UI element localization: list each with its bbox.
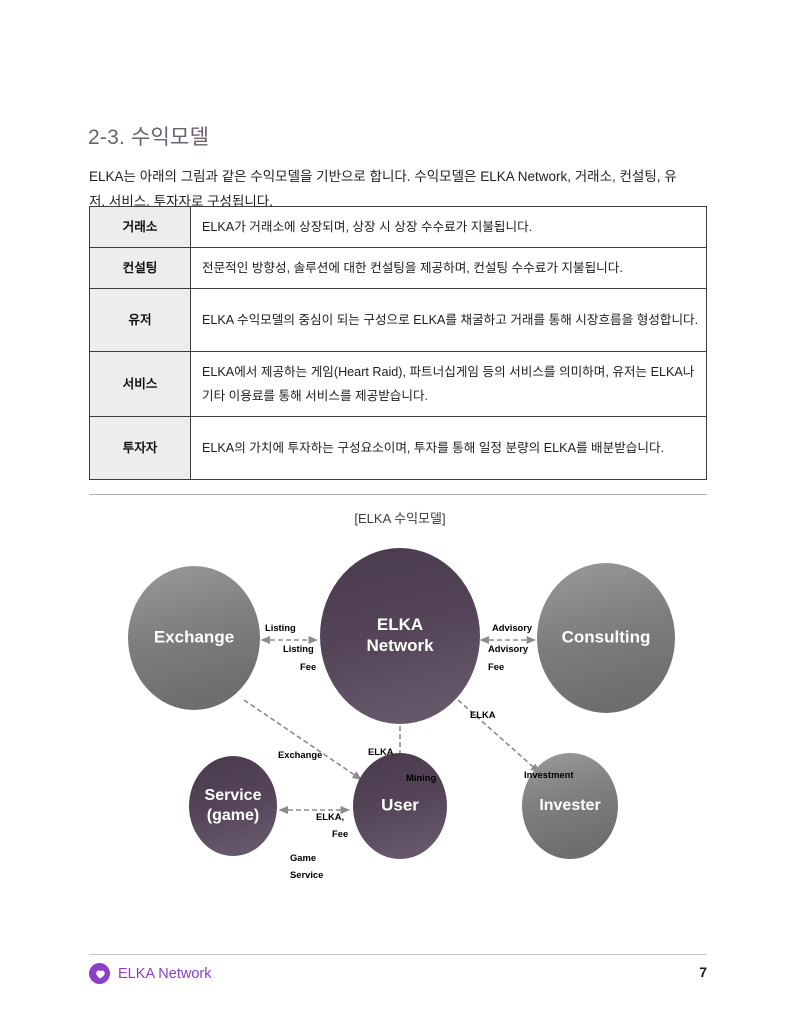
table-row-description: 전문적인 방향성, 솔루션에 대한 컨설팅을 제공하며, 컨설팅 수수료가 지불… (190, 247, 707, 289)
footer-divider (89, 954, 707, 955)
edge-label-investment: Investment (524, 769, 574, 780)
table-row-label: 유저 (89, 288, 191, 352)
edge-label-game-service-2: Service (290, 869, 323, 878)
edge-label-exchange-edge: Exchange (278, 749, 322, 760)
table-row-description: ELKA가 거래소에 상장되며, 상장 시 상장 수수료가 지불됩니다. (190, 206, 707, 248)
node-label: User (381, 795, 419, 814)
elka-heart-logo-icon (89, 963, 110, 984)
diagram-node-invester: Invester (522, 753, 618, 859)
table-row: 유저 ELKA 수익모델의 중심이 되는 구성으로 ELKA를 채굴하고 거래를… (89, 288, 707, 352)
node-shape (353, 753, 447, 859)
node-label: Network (366, 636, 434, 655)
diagram-node-service: Service (game) (189, 756, 277, 856)
revenue-model-table: 거래소 ELKA가 거래소에 상장되며, 상장 시 상장 수수료가 지불됩니다.… (89, 206, 707, 480)
node-label: Exchange (154, 627, 234, 646)
table-row-label: 컨설팅 (89, 247, 191, 289)
edge-label-advisory: Advisory (492, 622, 533, 633)
edge-label-elka-invest: ELKA (470, 709, 496, 720)
edge-label-game-service-1: Game (290, 852, 316, 863)
edge-label-listing: Listing (265, 622, 296, 633)
edge-label-elka-fee-2: Fee (332, 828, 348, 839)
node-shape (128, 566, 260, 710)
page-number: 7 (699, 964, 707, 980)
figure-caption: [ELKA 수익모델] (354, 511, 446, 526)
intro-paragraph: ELKA는 아래의 그림과 같은 수익모델을 기반으로 합니다. 수익모델은 E… (89, 168, 677, 209)
table-row: 서비스 ELKA에서 제공하는 게임(Heart Raid), 파트너십게임 등… (89, 351, 707, 417)
table-row-label: 투자자 (89, 416, 191, 480)
edge-label-mining: Mining (406, 772, 436, 783)
brand-label: ELKA Network (118, 965, 212, 982)
table-row-description: ELKA 수익모델의 중심이 되는 구성으로 ELKA를 채굴하고 거래를 통해… (190, 288, 707, 352)
node-label: ELKA (377, 615, 423, 634)
node-label: Invester (539, 797, 600, 814)
edge-label-elka-mining: ELKA (368, 746, 394, 757)
diagram-node-user: User (353, 753, 447, 859)
brand: ELKA Network (89, 963, 212, 984)
edge-elka-invester (457, 699, 541, 774)
node-shape (320, 548, 480, 724)
edge-label-elka-fee-1: ELKA, (316, 811, 344, 822)
diagram-node-elka: ELKA Network (320, 548, 480, 724)
table-row: 투자자 ELKA의 가치에 투자하는 구성요소이며, 투자를 통해 일정 분량의… (89, 416, 707, 480)
node-shape (537, 563, 675, 713)
node-label: Service (205, 787, 262, 804)
page-title: 2-3. 수익모델 (88, 126, 210, 150)
node-label: Consulting (562, 627, 651, 646)
edge-label-listing-fee-1: Listing (283, 643, 314, 654)
diagram-node-exchange: Exchange (128, 566, 260, 710)
table-row: 컨설팅 전문적인 방향성, 솔루션에 대한 컨설팅을 제공하며, 컨설팅 수수료… (89, 247, 707, 289)
page-footer: ELKA Network 7 (89, 963, 707, 991)
table-row: 거래소 ELKA가 거래소에 상장되며, 상장 시 상장 수수료가 지불됩니다. (89, 206, 707, 248)
node-shape (189, 756, 277, 856)
section-divider (89, 494, 707, 495)
node-shape (522, 753, 618, 859)
node-label: (game) (207, 807, 259, 824)
table-row-description: ELKA의 가치에 투자하는 구성요소이며, 투자를 통해 일정 분량의 ELK… (190, 416, 707, 480)
diagram-edge-labels: ListingListingFeeAdvisoryAdvisoryFeeExch… (265, 622, 574, 878)
edge-exchange-user (243, 699, 363, 781)
diagram-node-consulting: Consulting (537, 563, 675, 713)
table-row-label: 서비스 (89, 351, 191, 417)
table-row-label: 거래소 (89, 206, 191, 248)
table-row-description: ELKA에서 제공하는 게임(Heart Raid), 파트너십게임 등의 서비… (190, 351, 707, 417)
edge-label-listing-fee-2: Fee (300, 661, 316, 672)
edge-label-advisory-fee-1: Advisory (488, 643, 529, 654)
edge-label-advisory-fee-2: Fee (488, 661, 504, 672)
